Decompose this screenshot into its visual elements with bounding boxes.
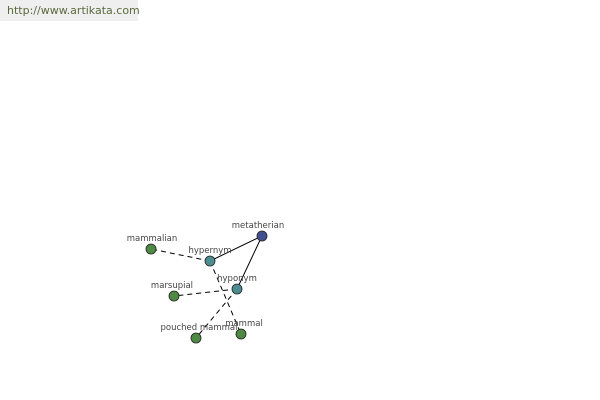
node-label-hypernym: hypernym	[188, 246, 231, 256]
node-marker-pouched-mammal[interactable]	[190, 332, 202, 344]
node-label-marsupial: marsupial	[151, 281, 193, 291]
node-pouched-mammal[interactable]: pouched mammal	[161, 323, 238, 344]
edge-metatherian-hypernym	[209, 235, 263, 262]
node-label-metatherian: metatherian	[232, 221, 284, 231]
node-metatherian[interactable]: metatherian	[232, 221, 284, 242]
edge-hyponym-pouched-mammal	[195, 288, 238, 339]
nodes-layer: metatherian hypernym hyponym mammalian marsu…	[127, 221, 284, 344]
node-marker-marsupial[interactable]	[168, 290, 180, 302]
node-mammalian[interactable]: mammalian	[127, 234, 178, 255]
edge-hypernym-mammal	[209, 260, 242, 335]
edge-hyponym-marsupial	[173, 288, 238, 297]
node-marker-hypernym[interactable]	[204, 255, 216, 267]
node-label-hyponym: hyponym	[217, 274, 257, 284]
node-marker-mammal[interactable]	[235, 328, 247, 340]
url-link[interactable]: http://www.artikata.com	[7, 4, 140, 17]
node-marker-hyponym[interactable]	[231, 283, 243, 295]
edges-layer	[150, 235, 263, 339]
url-bar: http://www.artikata.com	[0, 0, 140, 21]
node-mammal[interactable]: mammal	[225, 319, 263, 340]
node-marker-metatherian[interactable]	[256, 230, 268, 242]
edge-hypernym-mammalian	[150, 248, 211, 262]
node-hypernym[interactable]: hypernym	[188, 246, 232, 267]
node-label-mammalian: mammalian	[127, 234, 178, 244]
node-marsupial[interactable]: marsupial	[151, 281, 193, 302]
node-label-mammal: mammal	[225, 319, 263, 329]
node-marker-mammalian[interactable]	[145, 243, 157, 255]
node-hyponym[interactable]: hyponym	[217, 274, 257, 295]
edge-metatherian-hyponym	[236, 235, 263, 290]
node-label-pouched-mammal: pouched mammal	[161, 323, 238, 333]
